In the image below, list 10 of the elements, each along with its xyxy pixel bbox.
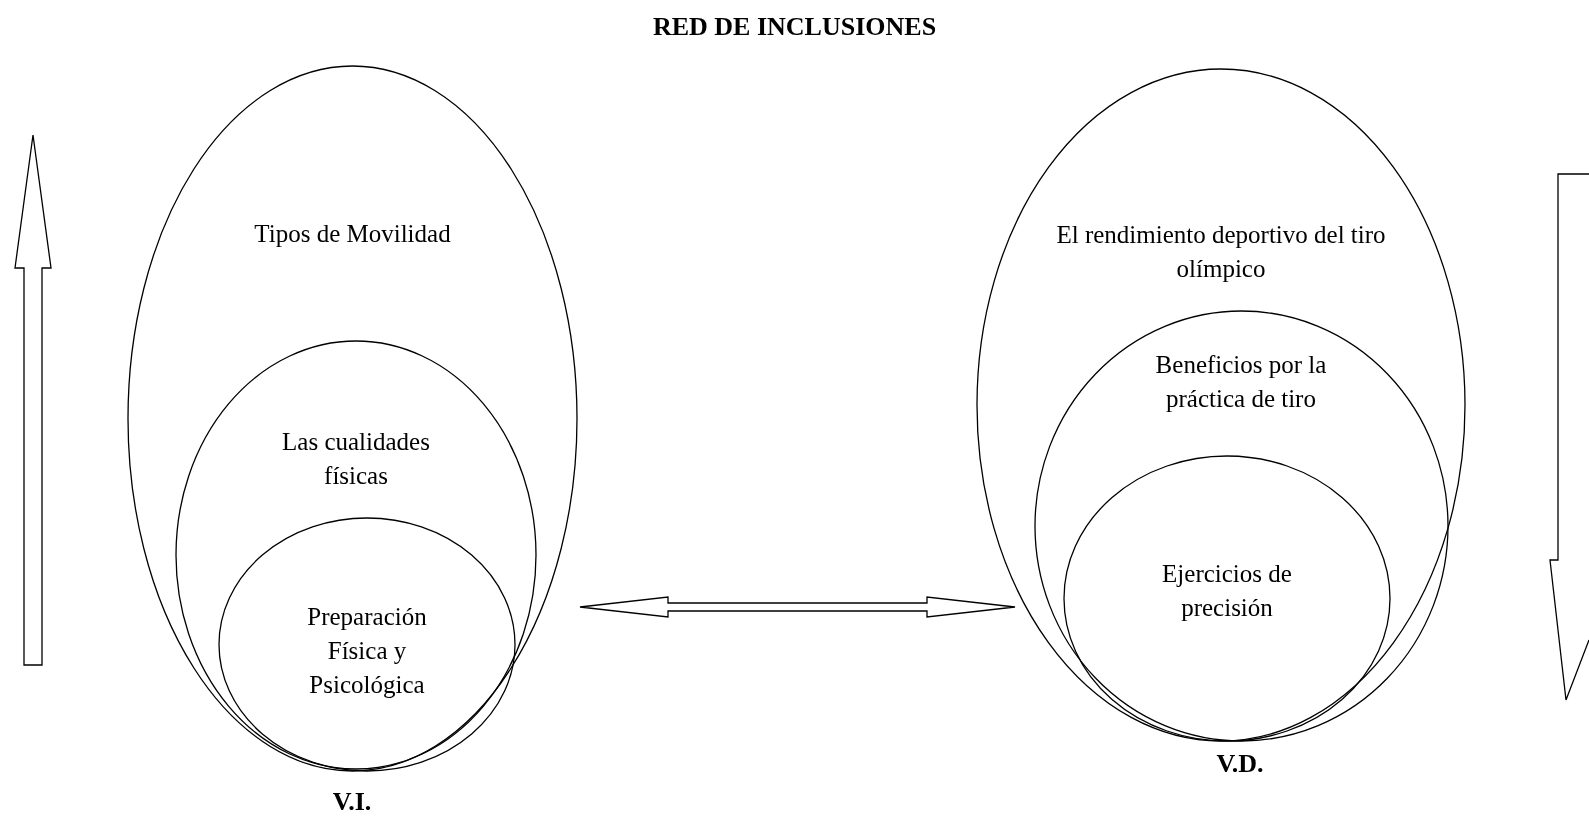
diagram-title: RED DE INCLUSIONES — [651, 12, 938, 42]
node-label: Las cualidades físicas — [281, 427, 431, 491]
double-arrow — [579, 596, 1016, 618]
variable-label: V.D. — [1215, 749, 1265, 779]
node-label: Tipos de Movilidad — [253, 219, 452, 249]
variable-label: V.I. — [331, 787, 373, 817]
node-label: El rendimiento deportivo del tiro olímpico — [1056, 220, 1386, 284]
node-label: Ejercicios de precisión — [1161, 559, 1293, 623]
node-label: Preparación Física y Psicológica — [306, 602, 428, 700]
node-label: Beneficios por la práctica de tiro — [1154, 350, 1328, 414]
